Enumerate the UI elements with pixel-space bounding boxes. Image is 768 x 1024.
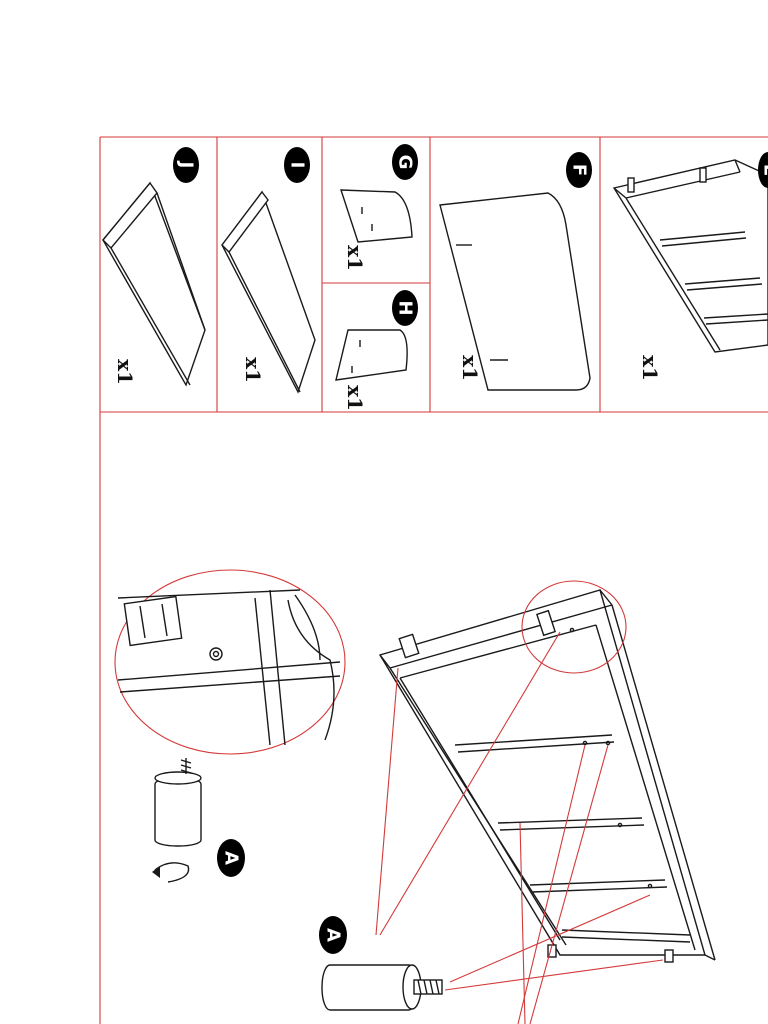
part-j-badge: J xyxy=(173,147,199,183)
detail-zoom-callout xyxy=(114,569,346,755)
part-f-badge: F xyxy=(566,152,592,188)
part-i-id: I xyxy=(287,162,308,169)
leg-screw-drawing xyxy=(154,758,202,847)
part-j-drawing xyxy=(102,181,206,387)
bed-frame-drawing xyxy=(378,589,716,963)
part-f-qty: x1 xyxy=(458,355,482,381)
part-i-badge: I xyxy=(284,147,310,183)
part-h-drawing xyxy=(335,329,408,381)
assembly-step-illustration: A A xyxy=(114,569,716,1024)
part-g-qty: x1 xyxy=(343,245,367,271)
part-h-id: H xyxy=(395,300,416,315)
part-e-qty: x1 xyxy=(638,355,662,381)
part-panel-f: F x1 xyxy=(439,152,592,391)
part-f-id: F xyxy=(569,164,590,176)
detail-magnify-marker xyxy=(521,580,627,674)
part-h-qty: x1 xyxy=(343,385,367,411)
leg-a-label-lower: A xyxy=(323,928,344,942)
part-j-id: J xyxy=(176,160,197,169)
rotate-arrow-icon xyxy=(152,862,190,883)
part-g-badge: G xyxy=(392,144,418,180)
part-h-badge: H xyxy=(392,290,418,326)
leg-a-badge-upper: A xyxy=(217,839,245,877)
leg-a-label-upper: A xyxy=(221,851,242,865)
part-e-drawing xyxy=(612,159,768,353)
part-panel-g: G x1 xyxy=(340,144,418,271)
part-i-drawing xyxy=(221,190,316,394)
leader-lines xyxy=(375,631,664,1024)
part-i-qty: x1 xyxy=(241,357,265,383)
part-panel-j: J x1 xyxy=(102,147,206,387)
part-e-id: E xyxy=(760,164,768,176)
leg-callout-lower: A xyxy=(319,916,443,1011)
leg-drawing-lower xyxy=(321,964,443,1011)
part-panel-h: H x1 xyxy=(335,290,418,411)
part-e-badge: E xyxy=(758,152,768,188)
part-g-drawing xyxy=(340,189,413,243)
part-panel-e: E x1 xyxy=(612,152,768,381)
leg-a-badge-lower: A xyxy=(319,916,347,954)
leg-callout-upper: A xyxy=(152,758,245,883)
page-frame xyxy=(99,136,768,1024)
part-panel-i: I x1 xyxy=(221,147,316,394)
part-g-id: G xyxy=(395,155,416,170)
part-j-qty: x1 xyxy=(113,359,137,385)
part-f-drawing xyxy=(439,192,591,391)
